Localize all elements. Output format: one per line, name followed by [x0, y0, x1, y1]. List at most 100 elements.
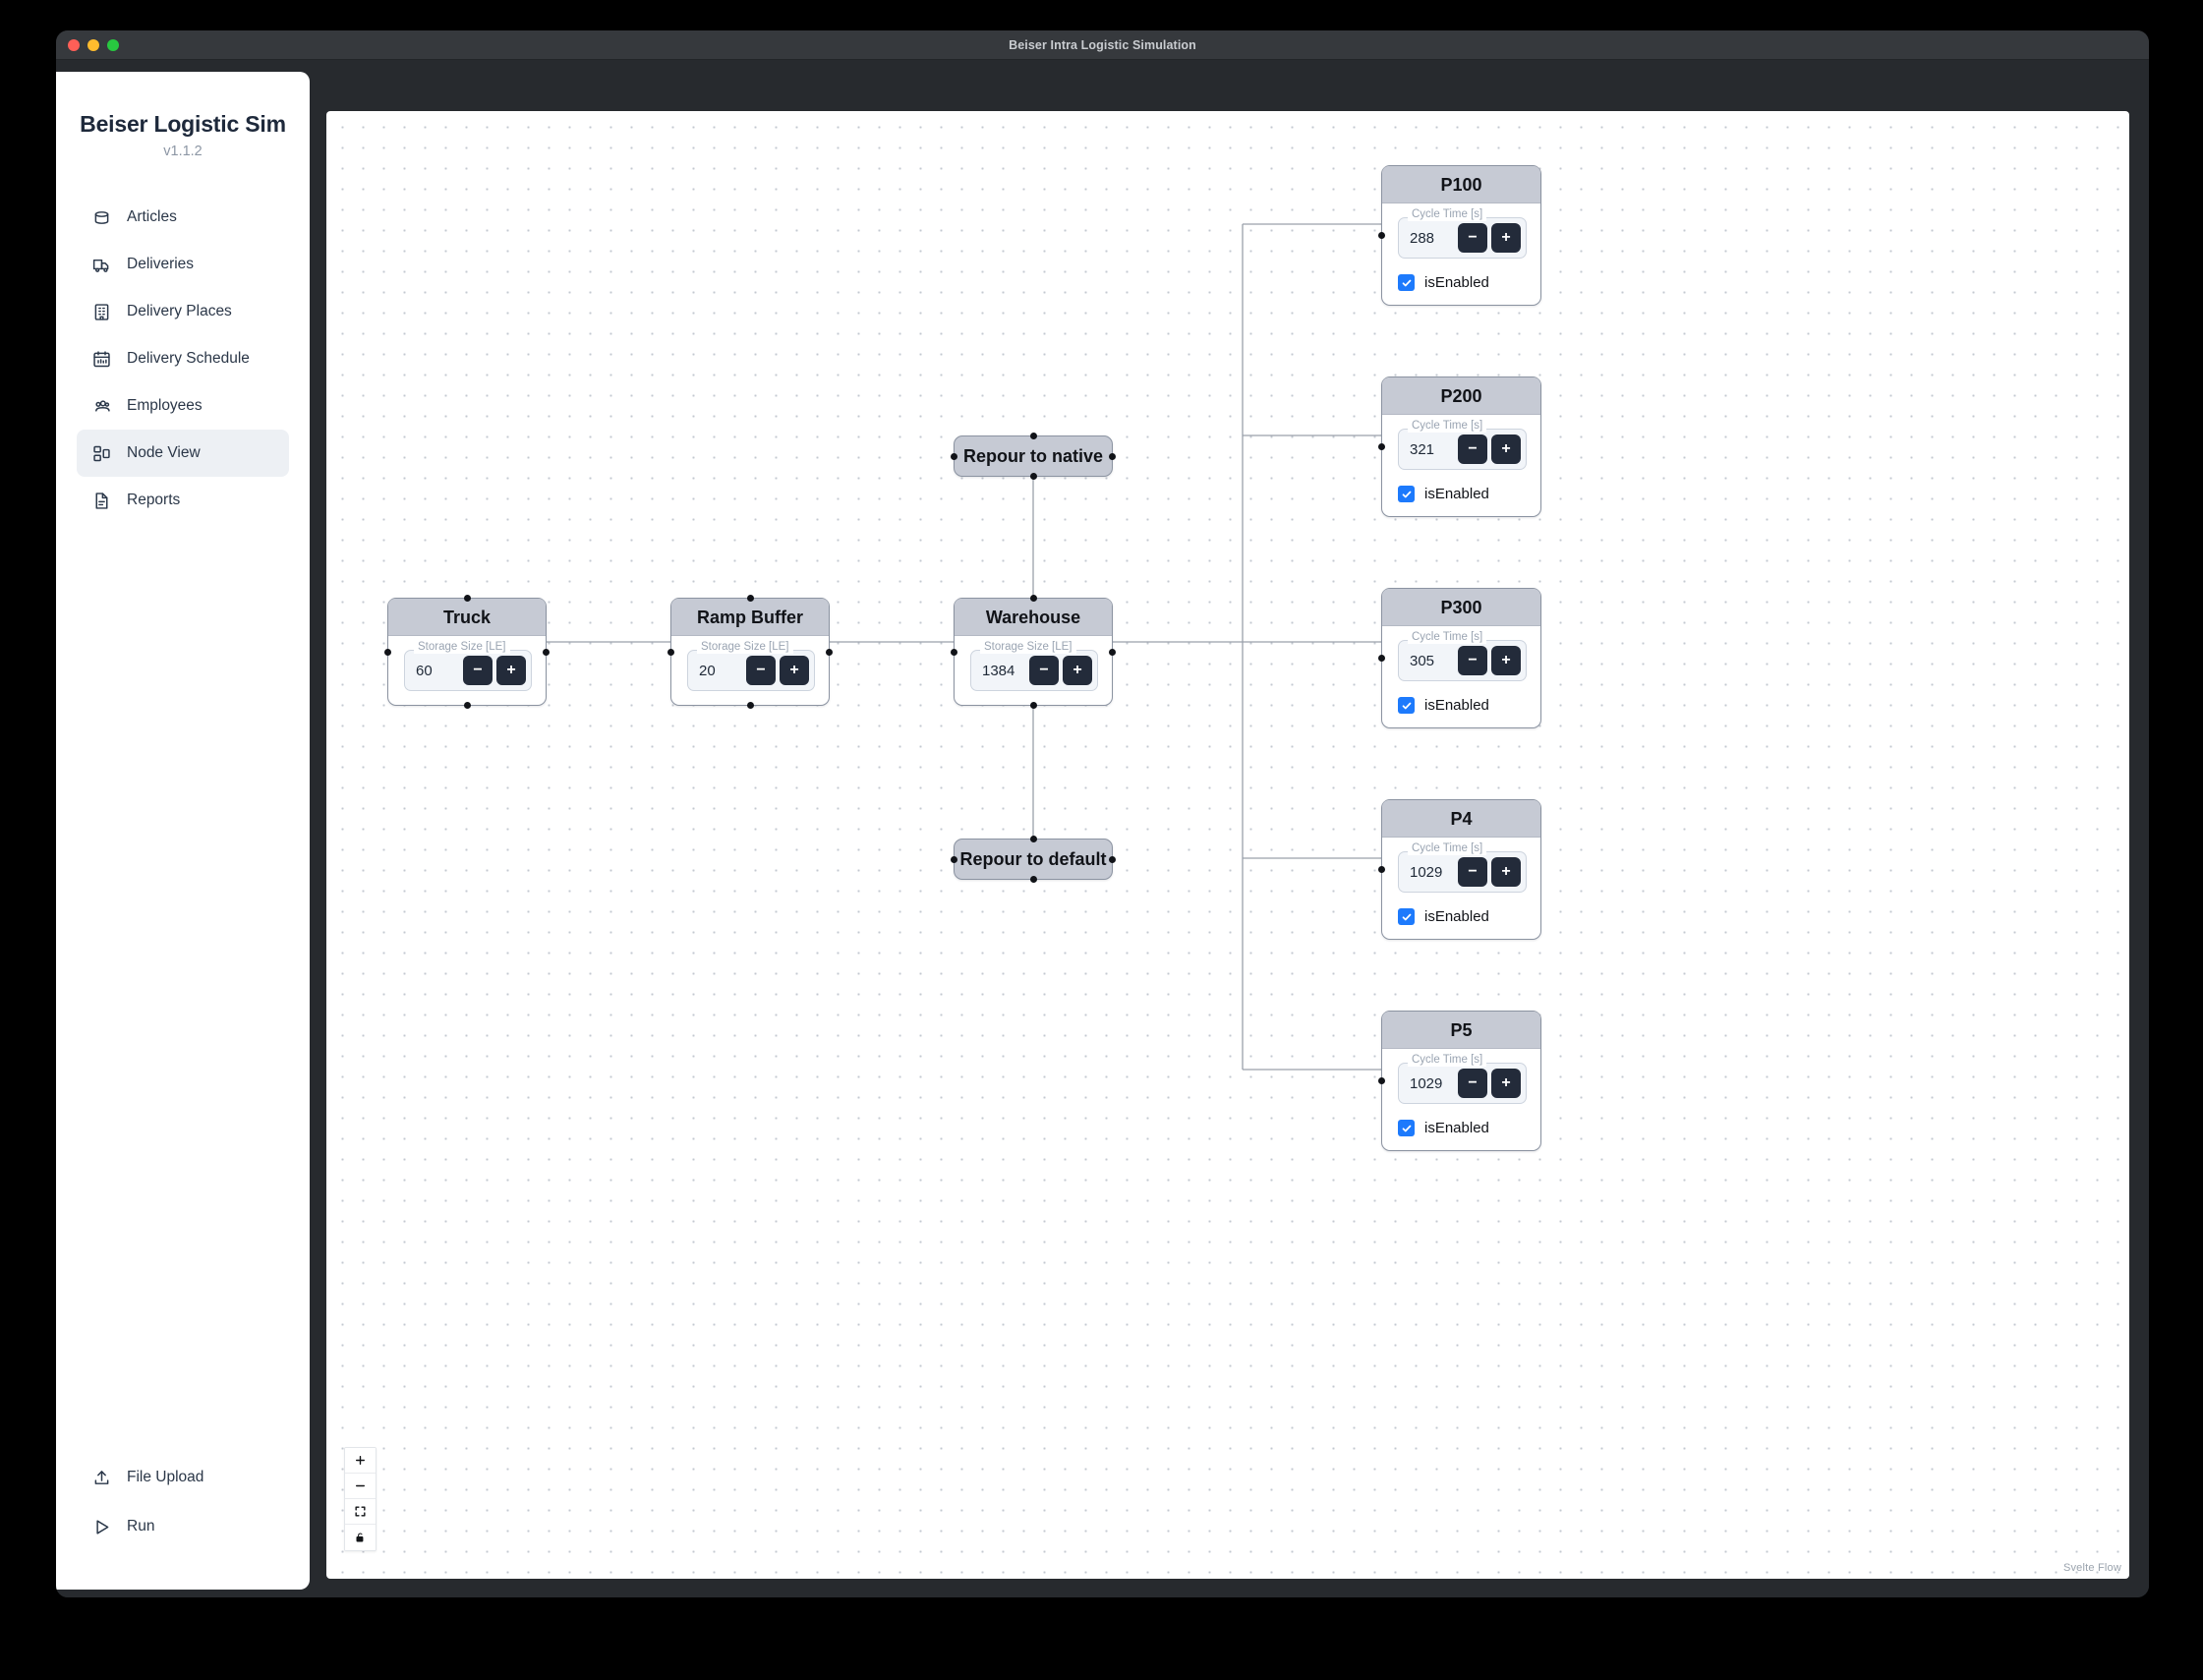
node-repour-to-native[interactable]: Repour to native — [951, 433, 1116, 480]
handle-left[interactable] — [1378, 232, 1385, 239]
handle-left[interactable] — [1378, 1077, 1385, 1084]
handle-left[interactable] — [384, 648, 391, 656]
handle-top[interactable] — [1029, 595, 1037, 602]
storage-size-input[interactable]: 20 — [699, 662, 716, 679]
storage-size-input[interactable]: 60 — [416, 662, 433, 679]
cycle-time-field: Cycle Time [s] 1029 − + — [1398, 1054, 1527, 1104]
is-enabled-label: isEnabled — [1424, 908, 1489, 925]
run-button[interactable]: Run — [77, 1503, 289, 1550]
increment-button[interactable]: + — [1491, 434, 1521, 464]
handle-bottom[interactable] — [1029, 702, 1037, 709]
handle-left[interactable] — [951, 855, 957, 863]
cycle-time-input[interactable]: 1029 — [1410, 863, 1443, 881]
decrement-button[interactable]: − — [1458, 434, 1487, 464]
node-canvas[interactable]: Truck Storage Size [LE] 60 − + — [326, 111, 2129, 1579]
decrement-button[interactable]: − — [463, 656, 493, 685]
node-repour-to-default[interactable]: Repour to default — [951, 836, 1116, 883]
maximize-button[interactable] — [107, 39, 119, 51]
increment-button[interactable]: + — [1491, 857, 1521, 887]
sidebar-item-delivery-places[interactable]: Delivery Places — [77, 288, 289, 335]
storage-size-input[interactable]: 1384 — [982, 662, 1015, 679]
is-enabled-label: isEnabled — [1424, 486, 1489, 502]
cycle-time-input[interactable]: 305 — [1410, 652, 1435, 669]
node-p200[interactable]: P200 Cycle Time [s] 321 − + — [1378, 377, 1541, 517]
node-p300[interactable]: P300 Cycle Time [s] 305 − + — [1378, 588, 1541, 728]
field-legend: Cycle Time [s] — [1408, 842, 1487, 855]
node-truck[interactable]: Truck Storage Size [LE] 60 − + — [384, 595, 550, 709]
handle-right[interactable] — [543, 648, 550, 656]
sidebar-item-articles[interactable]: Articles — [77, 194, 289, 241]
zoom-in-button[interactable] — [345, 1448, 376, 1474]
decrement-button[interactable]: − — [1458, 223, 1487, 253]
close-button[interactable] — [68, 39, 80, 51]
handle-left[interactable] — [1378, 866, 1385, 873]
increment-button[interactable]: + — [780, 656, 809, 685]
fit-view-button[interactable] — [345, 1499, 376, 1525]
handle-left[interactable] — [951, 648, 957, 656]
handle-left[interactable] — [667, 648, 674, 656]
node-title: P200 — [1382, 377, 1540, 415]
is-enabled-row: isEnabled — [1398, 274, 1527, 291]
sidebar-item-label: Delivery Places — [127, 303, 232, 319]
sidebar-item-delivery-schedule[interactable]: Delivery Schedule — [77, 335, 289, 382]
sidebar-item-label: Run — [127, 1518, 155, 1535]
node-p5[interactable]: P5 Cycle Time [s] 1029 − + — [1378, 1011, 1541, 1151]
lock-button[interactable] — [345, 1525, 376, 1550]
increment-button[interactable]: + — [1063, 656, 1092, 685]
is-enabled-row: isEnabled — [1398, 908, 1527, 925]
cycle-time-input[interactable]: 1029 — [1410, 1074, 1443, 1092]
node-p4[interactable]: P4 Cycle Time [s] 1029 − + — [1378, 799, 1541, 940]
is-enabled-checkbox[interactable] — [1398, 486, 1415, 502]
handle-right[interactable] — [826, 648, 833, 656]
field-legend: Cycle Time [s] — [1408, 208, 1487, 221]
cycle-time-input[interactable]: 321 — [1410, 440, 1435, 458]
is-enabled-checkbox[interactable] — [1398, 697, 1415, 714]
sidebar-item-node-view[interactable]: Node View — [77, 430, 289, 477]
handle-top[interactable] — [1029, 836, 1037, 842]
handle-top[interactable] — [1029, 433, 1037, 439]
is-enabled-checkbox[interactable] — [1398, 274, 1415, 291]
increment-button[interactable]: + — [1491, 223, 1521, 253]
increment-button[interactable]: + — [1491, 646, 1521, 675]
document-icon — [90, 490, 112, 511]
sidebar-item-reports[interactable]: Reports — [77, 477, 289, 524]
decrement-button[interactable]: − — [1458, 1069, 1487, 1098]
sidebar-item-deliveries[interactable]: Deliveries — [77, 241, 289, 288]
brand-block: Beiser Logistic Sim v1.1.2 — [56, 72, 310, 159]
handle-right[interactable] — [1109, 452, 1116, 460]
decrement-button[interactable]: − — [746, 656, 776, 685]
cycle-time-input[interactable]: 288 — [1410, 229, 1435, 247]
handle-left[interactable] — [1378, 655, 1385, 662]
handle-right[interactable] — [1109, 648, 1116, 656]
sidebar-item-label: Node View — [127, 444, 201, 461]
zoom-out-button[interactable] — [345, 1474, 376, 1499]
node-title: Warehouse — [955, 599, 1112, 636]
decrement-button[interactable]: − — [1458, 857, 1487, 887]
increment-button[interactable]: + — [1491, 1069, 1521, 1098]
sidebar: Beiser Logistic Sim v1.1.2 Articles — [56, 72, 310, 1590]
handle-right[interactable] — [1109, 855, 1116, 863]
handle-bottom[interactable] — [463, 702, 471, 709]
handle-left[interactable] — [1378, 443, 1385, 450]
node-p100[interactable]: P100 Cycle Time [s] 288 − + — [1378, 165, 1541, 306]
node-title: P5 — [1382, 1012, 1540, 1049]
sidebar-item-employees[interactable]: Employees — [77, 382, 289, 430]
decrement-button[interactable]: − — [1029, 656, 1059, 685]
handle-top[interactable] — [746, 595, 754, 602]
handle-top[interactable] — [463, 595, 471, 602]
handle-bottom[interactable] — [1029, 876, 1037, 883]
handle-bottom[interactable] — [1029, 473, 1037, 480]
node-body: Storage Size [LE] 20 − + — [671, 636, 829, 705]
is-enabled-checkbox[interactable] — [1398, 908, 1415, 925]
decrement-button[interactable]: − — [1458, 646, 1487, 675]
node-ramp-buffer[interactable]: Ramp Buffer Storage Size [LE] 20 − + — [667, 595, 833, 709]
file-upload-button[interactable]: File Upload — [77, 1454, 289, 1501]
minimize-button[interactable] — [87, 39, 99, 51]
handle-left[interactable] — [951, 452, 957, 460]
handle-bottom[interactable] — [746, 702, 754, 709]
increment-button[interactable]: + — [496, 656, 526, 685]
is-enabled-checkbox[interactable] — [1398, 1120, 1415, 1136]
node-warehouse[interactable]: Warehouse Storage Size [LE] 1384 − + — [951, 595, 1116, 709]
field-legend: Cycle Time [s] — [1408, 631, 1487, 644]
